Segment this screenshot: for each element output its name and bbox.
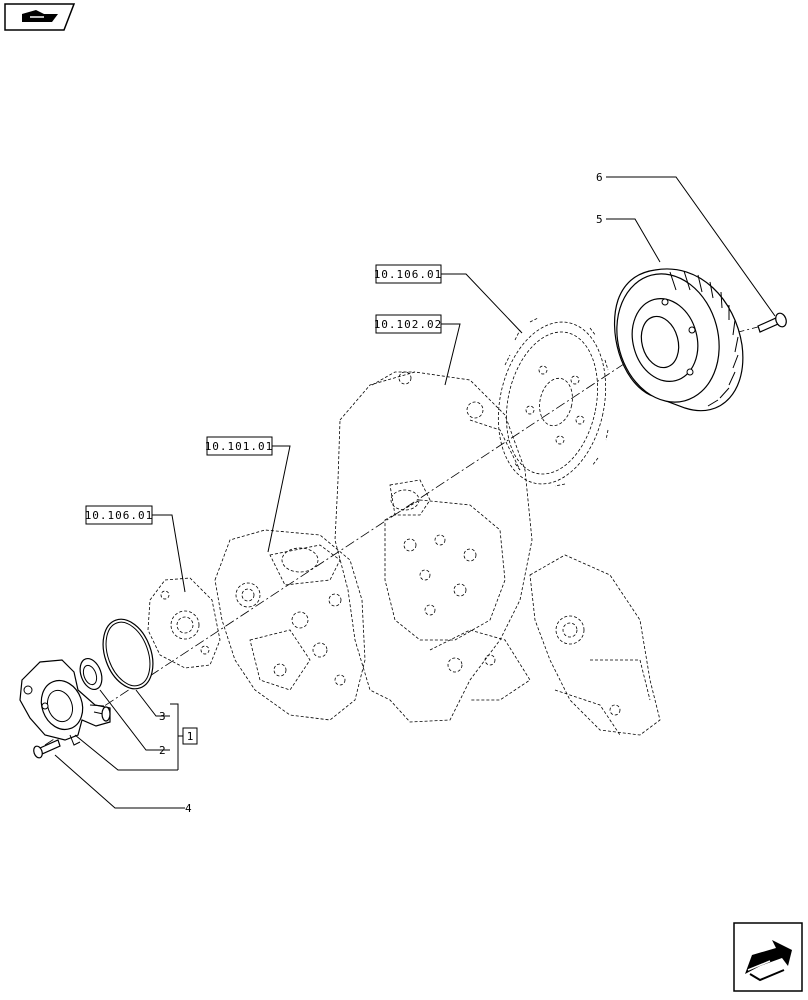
timing-gear-outline [497,317,609,487]
engine-mount-outline [529,554,661,736]
ref-box-housing[interactable]: 10.102.02 [374,314,443,334]
ref-box-block[interactable]: 10.101.01 [205,436,274,456]
water-pump-housing-1 [19,659,111,746]
ref-label-housing: 10.102.02 [374,318,443,331]
callout-5: 5 [596,213,603,226]
engine-housing-outline [334,371,533,723]
ref-label-top-gear: 10.106.01 [374,268,443,281]
leader-lines [54,176,776,809]
seal-ring-2 [79,657,103,691]
callout-1: 1 [187,730,194,743]
ref-box-top-gear[interactable]: 10.106.01 [374,264,443,284]
ref-label-pump-plate: 10.106.01 [85,509,154,522]
callout-2: 2 [159,744,166,757]
o-ring-3 [102,618,154,690]
engine-block-outline [214,529,366,721]
bolt-6 [757,312,787,333]
callout-3: 3 [159,710,166,723]
pump-mounting-plate-outline [147,577,221,669]
screw-4 [33,739,61,759]
callout-box-1: 1 [182,727,198,745]
ref-box-pump-plate[interactable]: 10.106.01 [85,505,154,525]
callout-4: 4 [185,802,192,815]
callout-6: 6 [596,171,603,184]
book-arrow-icon[interactable] [4,3,76,31]
next-page-arrow-icon[interactable] [733,922,803,992]
ref-label-block: 10.101.01 [205,440,274,453]
pulley-drum [614,268,744,412]
